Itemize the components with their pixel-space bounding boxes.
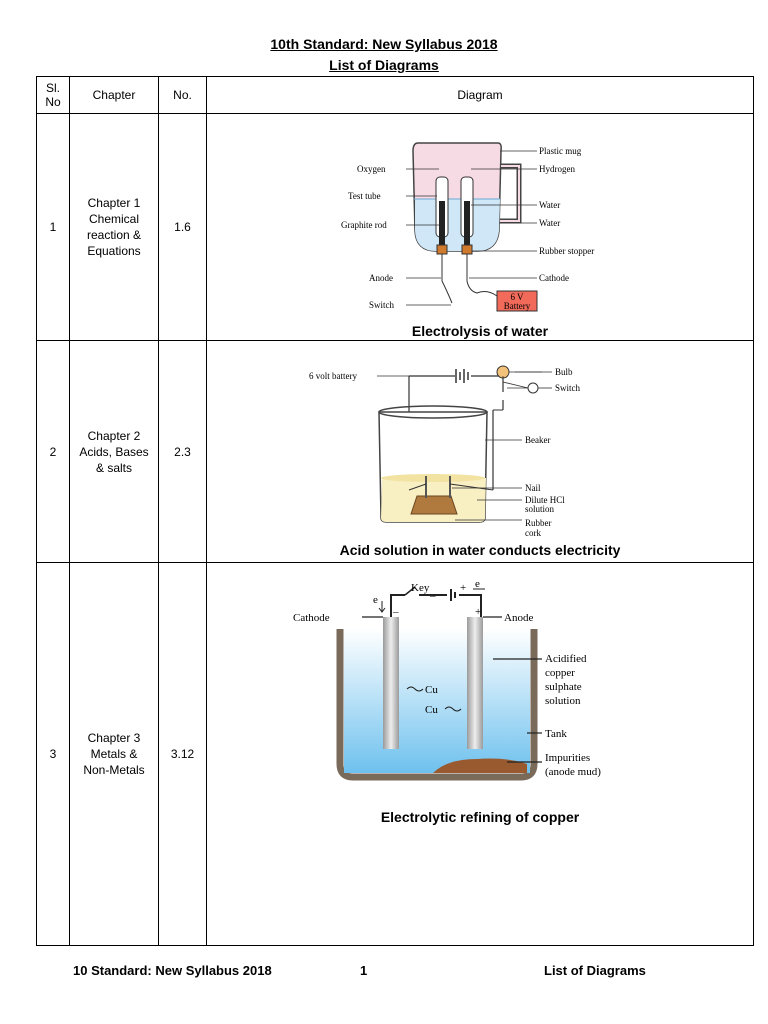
svg-text:Hydrogen: Hydrogen: [539, 164, 575, 174]
table-row: 1 Chapter 1 Chemical reaction & Equation…: [36, 113, 754, 341]
header-sl-no: Sl. No: [36, 76, 70, 114]
svg-text:Impurities: Impurities: [545, 752, 590, 764]
row-sl-no: 3: [36, 562, 70, 946]
footer-right: List of Diagrams: [544, 963, 646, 978]
svg-text:solution: solution: [525, 504, 555, 514]
svg-text:Anode: Anode: [504, 612, 533, 624]
row-number: 3.12: [158, 562, 207, 946]
diagram-caption: Electrolytic refining of copper: [380, 809, 580, 825]
svg-text:Test tube: Test tube: [348, 191, 381, 201]
acid-conductivity-diagram: 6 volt battery Bulb Switch Beaker Nail D…: [309, 365, 581, 538]
svg-text:(anode mud): (anode mud): [545, 766, 601, 778]
svg-text:solution: solution: [545, 695, 581, 707]
row-diagram-cell: Plastic mug Oxygen Hydrogen Test tube Wa…: [206, 113, 754, 341]
svg-text:Cathode: Cathode: [539, 273, 569, 283]
svg-text:Water: Water: [539, 200, 560, 210]
footer-left: 10 Standard: New Syllabus 2018: [73, 963, 272, 978]
svg-text:Dilute HCl: Dilute HCl: [525, 495, 565, 505]
row-number: 1.6: [158, 113, 207, 341]
electrolytic-refining-diagram: Key – + e e – + Cathode Anode Cu Cu Acid…: [293, 579, 601, 781]
svg-text:Water: Water: [539, 218, 560, 228]
svg-text:Cu: Cu: [425, 704, 438, 716]
row-diagram-cell: 6 volt battery Bulb Switch Beaker Nail D…: [206, 340, 754, 563]
svg-text:Beaker: Beaker: [525, 435, 550, 445]
svg-text:e: e: [373, 594, 378, 606]
svg-text:+: +: [460, 582, 466, 594]
svg-text:Graphite rod: Graphite rod: [341, 220, 387, 230]
header-chapter: Chapter: [69, 76, 159, 114]
document-subtitle: List of Diagrams: [329, 57, 439, 73]
row-number: 2.3: [158, 340, 207, 563]
svg-text:cork: cork: [525, 528, 541, 538]
svg-text:Acidified: Acidified: [545, 653, 587, 665]
svg-text:e: e: [475, 579, 480, 590]
diagram-caption: Acid solution in water conducts electric…: [339, 541, 621, 558]
diagram-caption: Electrolysis of water: [411, 323, 549, 339]
table-header-row: Sl. No Chapter No. Diagram: [36, 76, 754, 114]
svg-text:Switch: Switch: [555, 383, 581, 393]
footer-page-number: 1: [360, 963, 368, 978]
row-sl-no: 2: [36, 340, 70, 563]
svg-text:Rubber stopper: Rubber stopper: [539, 246, 594, 256]
svg-text:Nail: Nail: [525, 483, 541, 493]
svg-text:Tank: Tank: [545, 728, 567, 740]
electrolysis-of-water-diagram: Plastic mug Oxygen Hydrogen Test tube Wa…: [341, 142, 594, 312]
svg-text:6 volt battery: 6 volt battery: [309, 371, 357, 381]
svg-text:+: +: [475, 606, 481, 618]
svg-text:Rubber: Rubber: [525, 518, 552, 528]
row-sl-no: 1: [36, 113, 70, 341]
row-chapter: Chapter 3 Metals & Non-Metals: [69, 562, 159, 946]
svg-text:copper: copper: [545, 667, 575, 679]
row-chapter: Chapter 1 Chemical reaction & Equations: [69, 113, 159, 341]
table-row: 3 Chapter 3 Metals & Non-Metals 3.12: [36, 562, 754, 946]
svg-text:Bulb: Bulb: [555, 367, 573, 377]
svg-text:Plastic mug: Plastic mug: [539, 146, 582, 156]
svg-text:Switch: Switch: [369, 300, 395, 310]
svg-text:Anode: Anode: [369, 273, 393, 283]
svg-text:Battery: Battery: [504, 301, 531, 311]
row-diagram-cell: Key – + e e – + Cathode Anode Cu Cu Acid…: [206, 562, 754, 946]
diagram-table: Sl. No Chapter No. Diagram 1 Chapter 1 C…: [36, 76, 754, 946]
svg-text:Key: Key: [411, 582, 430, 594]
header-no: No.: [158, 76, 207, 114]
svg-text:6 V: 6 V: [510, 292, 524, 302]
svg-text:sulphate: sulphate: [545, 681, 582, 693]
svg-text:Cu: Cu: [425, 684, 438, 696]
svg-text:–: –: [392, 606, 399, 618]
table-row: 2 Chapter 2 Acids, Bases & salts 2.3: [36, 340, 754, 563]
document-title: 10th Standard: New Syllabus 2018: [270, 36, 498, 52]
svg-text:Cathode: Cathode: [293, 612, 330, 624]
svg-text:Oxygen: Oxygen: [357, 164, 386, 174]
svg-text:–: –: [429, 590, 436, 602]
header-diagram: Diagram: [206, 76, 754, 114]
row-chapter: Chapter 2 Acids, Bases & salts: [69, 340, 159, 563]
